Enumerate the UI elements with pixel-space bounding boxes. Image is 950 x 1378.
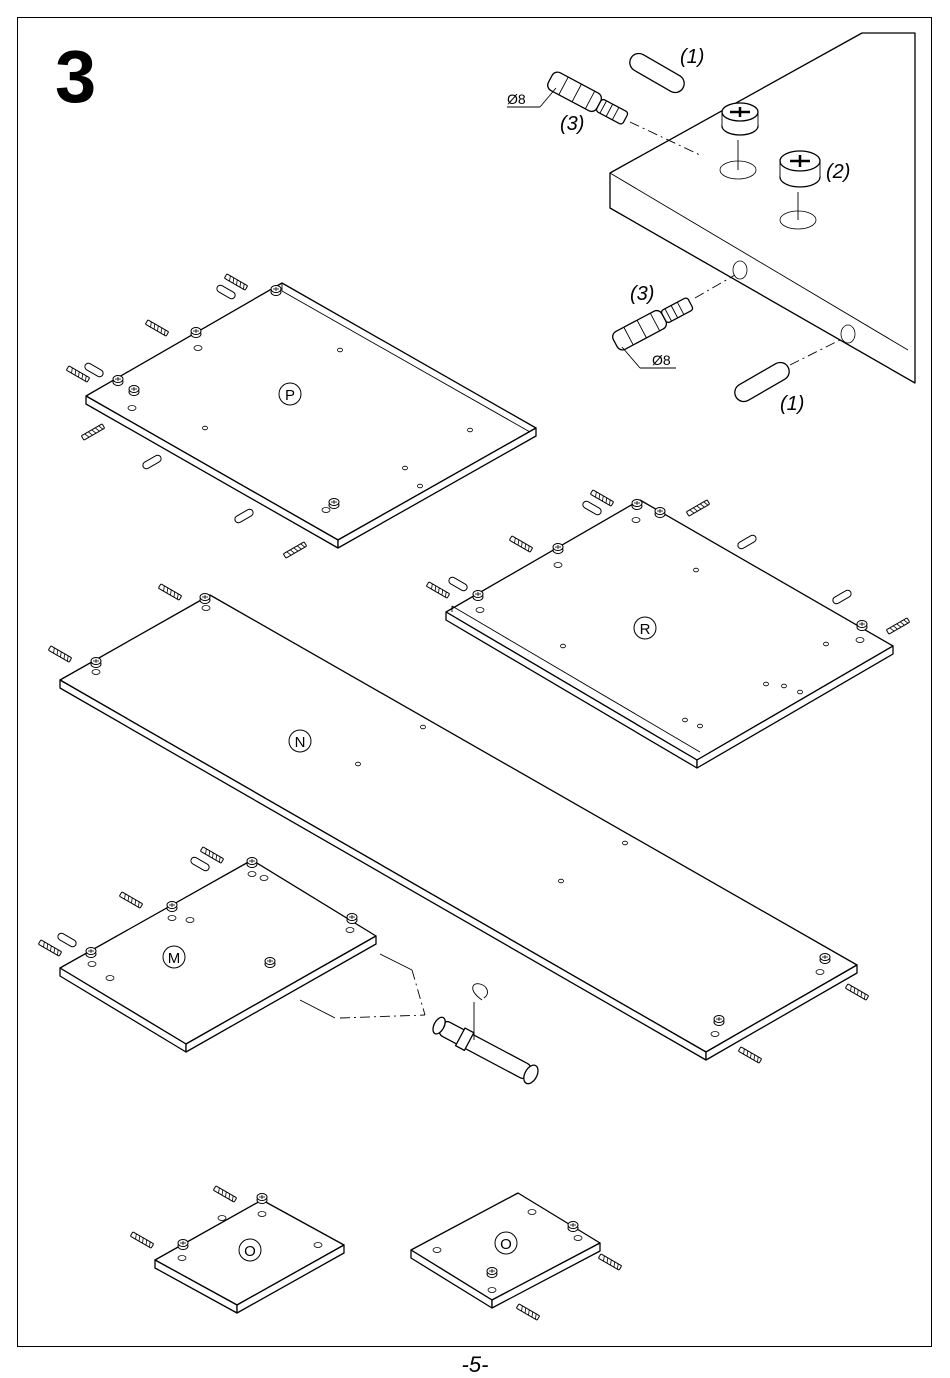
edge-hole: [733, 261, 747, 279]
panel-label: O: [500, 1236, 512, 1253]
panel-label: O: [244, 1243, 256, 1260]
callout-label: (3): [630, 283, 654, 305]
panel-label: R: [640, 621, 651, 638]
panel-label: M: [168, 950, 181, 967]
cam-housing-part: [780, 151, 820, 187]
panel-o-left: O: [130, 1186, 344, 1313]
panel-label: N: [295, 734, 306, 751]
panel-p: P: [66, 274, 536, 558]
callout-label: (1): [780, 393, 804, 415]
edge-hole: [841, 325, 855, 343]
callout-label: (2): [826, 161, 850, 183]
callout-label: (1): [680, 46, 704, 68]
dimension-label: Ø8: [652, 352, 671, 368]
detail-view: (1) (2): [507, 33, 915, 415]
hanging-rod-part: [300, 954, 541, 1086]
dowel-part: [627, 50, 688, 96]
panel-r: R: [426, 490, 909, 768]
connector-bolt-part: [546, 70, 630, 128]
panel-m: M: [38, 847, 376, 1052]
callout-label: (3): [560, 113, 584, 135]
panel-label: P: [285, 387, 295, 404]
cam-lock-part: [722, 103, 758, 135]
panel-o-right: O: [411, 1193, 622, 1320]
dimension-label: Ø8: [507, 91, 526, 107]
